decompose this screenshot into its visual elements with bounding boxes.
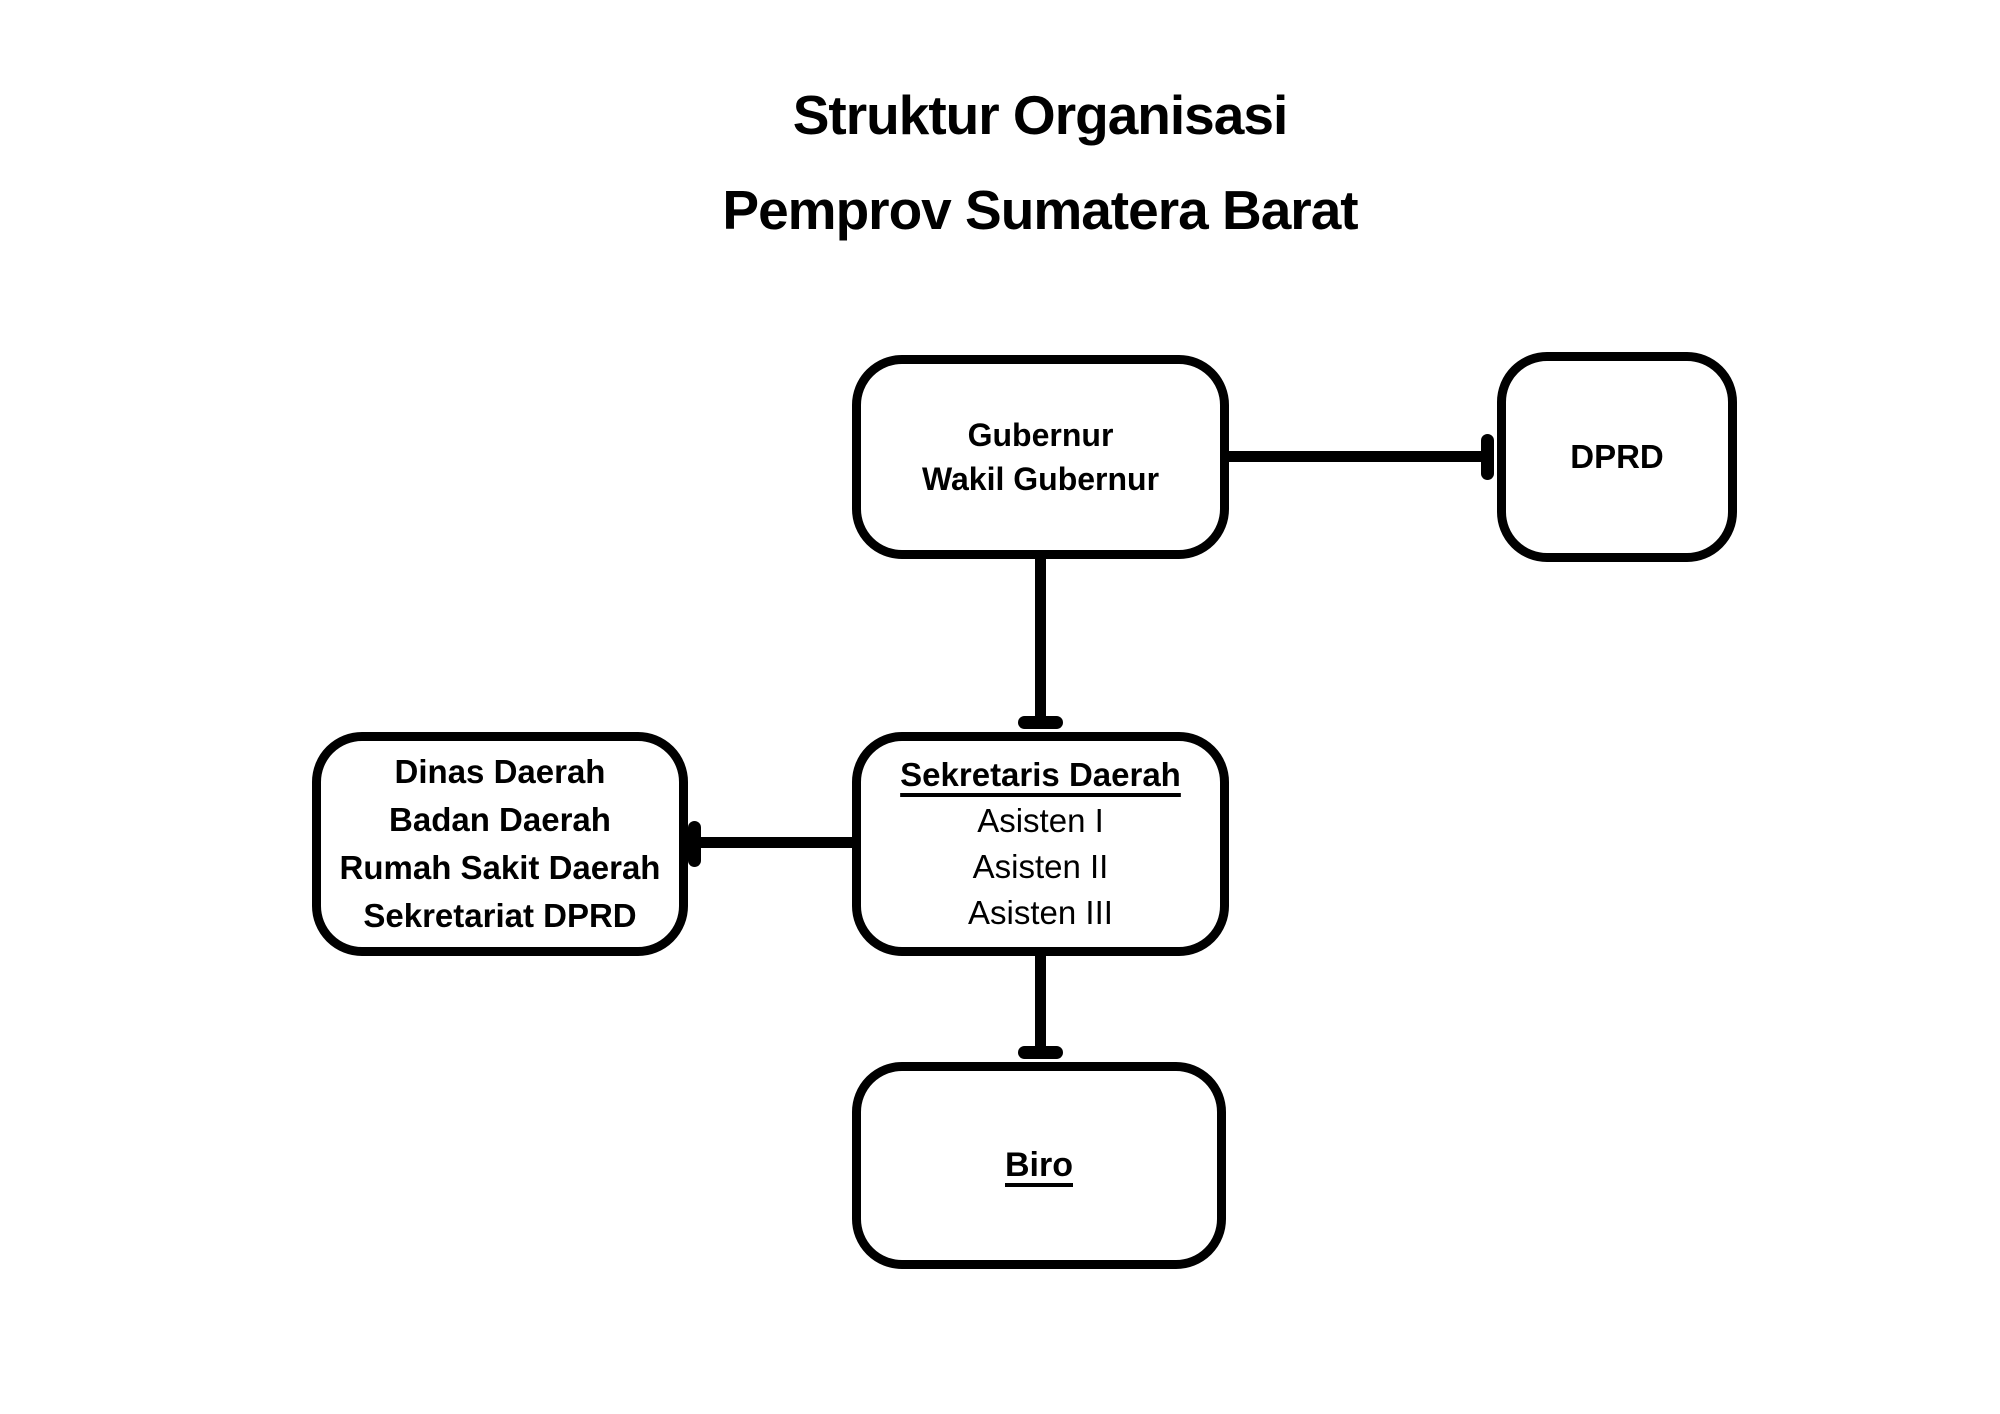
edge-gubernur-dprd <box>1225 451 1483 462</box>
page-title-line1: Struktur Organisasi <box>792 84 1288 146</box>
node-dinas-line2: Badan Daerah <box>389 801 611 838</box>
edge-sekretaris-biro <box>1035 952 1046 1052</box>
edge-cap-gubernur-sekretaris <box>1018 716 1063 729</box>
node-sekretaris-heading: Sekretaris Daerah <box>900 756 1181 793</box>
edge-sekretaris-dinas <box>697 837 853 848</box>
page-title: Struktur Organisasi Pemprov Sumatera Bar… <box>520 68 1560 258</box>
node-gubernur-line2: Wakil Gubernur <box>921 461 1160 497</box>
node-biro: Biro <box>852 1062 1226 1269</box>
node-dprd-label: DPRD <box>1570 438 1664 475</box>
page-title-line2: Pemprov Sumatera Barat <box>722 179 1358 241</box>
node-dinas-line1: Dinas Daerah <box>394 753 606 790</box>
node-sekretaris-asisten-2: Asisten II <box>972 848 1109 885</box>
node-gubernur-line1: Gubernur <box>967 417 1114 453</box>
node-gubernur: Gubernur Wakil Gubernur <box>852 355 1229 559</box>
edge-cap-sekretaris-dinas <box>688 821 701 867</box>
node-sekretaris-asisten-1: Asisten I <box>977 802 1104 839</box>
edge-cap-sekretaris-biro <box>1018 1046 1063 1059</box>
node-biro-heading: Biro <box>1005 1146 1073 1184</box>
node-dprd: DPRD <box>1497 352 1737 562</box>
node-dinas-line4: Sekretariat DPRD <box>363 897 637 934</box>
edge-cap-gubernur-dprd <box>1481 434 1494 480</box>
edge-gubernur-sekretaris <box>1035 555 1046 721</box>
node-sekretaris-asisten-3: Asisten III <box>968 894 1113 931</box>
node-sekretaris-daerah: Sekretaris Daerah Asisten I Asisten II A… <box>852 732 1229 956</box>
node-dinas-line3: Rumah Sakit Daerah <box>339 849 661 886</box>
node-dinas-daerah: Dinas Daerah Badan Daerah Rumah Sakit Da… <box>312 732 688 956</box>
